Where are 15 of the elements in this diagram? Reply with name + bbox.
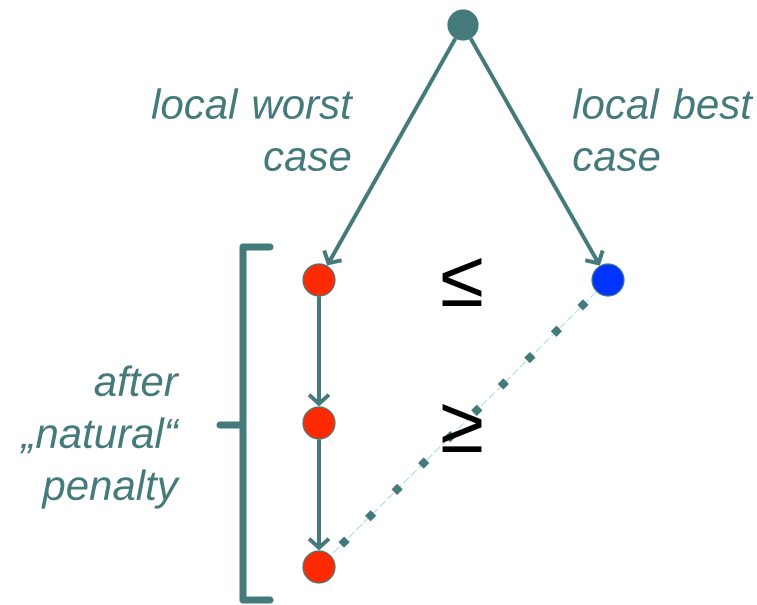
dotted-line: [330, 291, 597, 556]
edge-label: local worst case: [152, 88, 354, 172]
arrow: [468, 38, 605, 266]
dot: [302, 406, 336, 440]
dot: [591, 263, 625, 297]
edge-label: local best case: [572, 88, 754, 172]
side-note: after „natural“ penalty: [20, 365, 180, 509]
arrow: [308, 440, 330, 550]
arrow: [308, 296, 330, 406]
arrow: [322, 38, 458, 266]
dot: [302, 263, 336, 297]
relation-sign: ≤: [442, 258, 482, 306]
dot: [447, 9, 479, 41]
relation-sign: ≥: [442, 404, 482, 452]
dot: [302, 550, 336, 584]
